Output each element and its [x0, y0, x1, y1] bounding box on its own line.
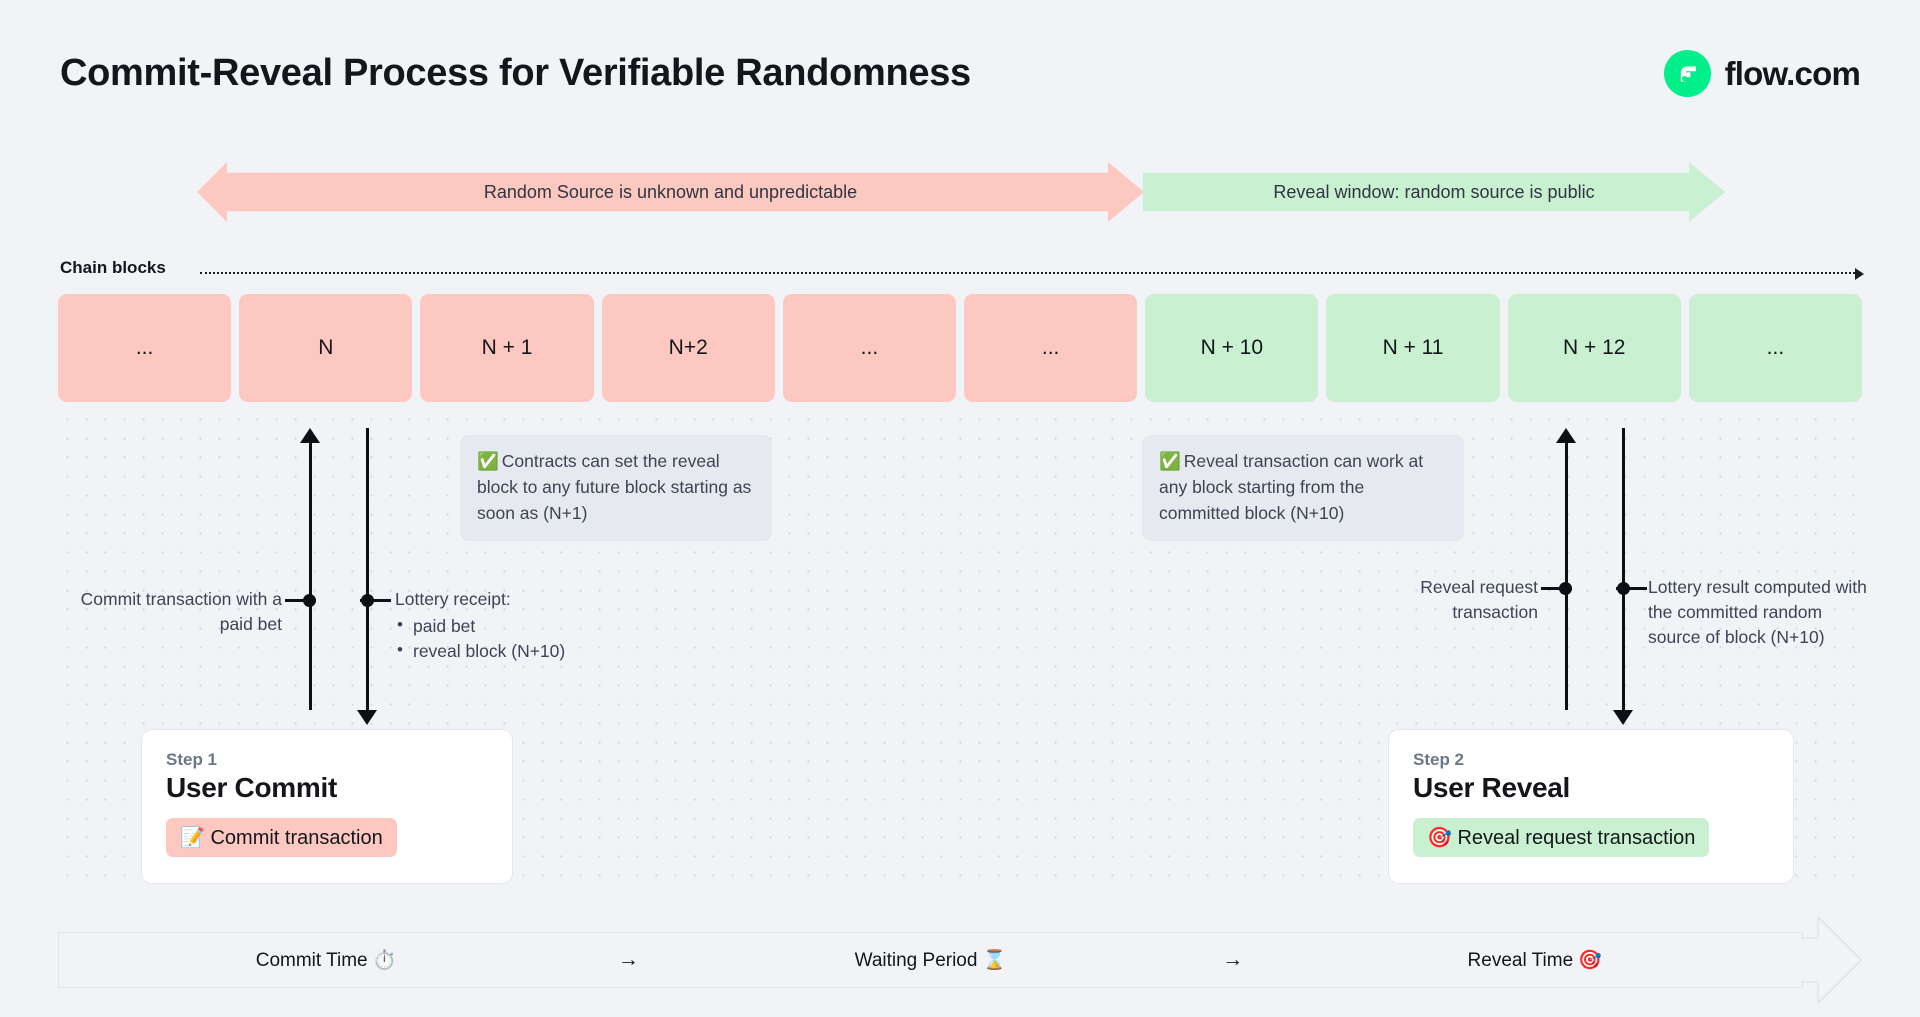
chain-block[interactable]: N + 12 — [1507, 294, 1681, 402]
phase-banner-unknown: Random Source is unknown and unpredictab… — [197, 162, 1144, 222]
memo-icon: 📝 — [180, 827, 205, 849]
page-title: Commit-Reveal Process for Verifiable Ran… — [60, 52, 971, 94]
flow-logo: flow.com — [1663, 50, 1861, 97]
phase-banner-reveal-label: Reveal window: random source is public — [1273, 181, 1595, 202]
chain-block[interactable]: N+2 — [601, 294, 775, 402]
step-2-title: User Reveal — [1413, 772, 1571, 803]
lottery-receipt-item: paid bet — [395, 613, 685, 639]
step-2-eyebrow: Step 2 — [1413, 750, 1465, 769]
phase-banner-reveal: Reveal window: random source is public — [1143, 162, 1725, 222]
result-marker-line — [1622, 428, 1625, 710]
check-mark-icon: ✅ — [477, 451, 499, 471]
reveal-marker-dot — [1559, 582, 1572, 595]
receipt-arrow-head-down — [357, 710, 377, 725]
result-arrow-head-down — [1613, 710, 1633, 725]
timeline-arrow-icon: → — [1222, 948, 1244, 971]
reveal-marker-line — [1565, 443, 1568, 710]
receipt-marker-line — [366, 428, 369, 710]
chain-block[interactable]: N + 1 — [420, 294, 594, 402]
step-card-user-commit[interactable]: Step 1 User Commit 📝 Commit transaction — [141, 729, 513, 884]
result-marker-dot — [1617, 582, 1630, 595]
timeline-phase-commit: Commit Time ⏱️ — [255, 950, 397, 971]
callout-reveal-rule-text: Reveal transaction can work at any block… — [1159, 451, 1424, 523]
callout-commit-rule-text: Contracts can set the reveal block to an… — [477, 451, 752, 523]
annotation-commit-transaction: Commit transaction with a paid bet — [80, 589, 282, 634]
callout-commit-rule: ✅Contracts can set the reveal block to a… — [460, 435, 772, 541]
step-card-user-reveal[interactable]: Step 2 User Reveal 🎯 Reveal request tran… — [1388, 729, 1794, 884]
timeline-phase-waiting: Waiting Period ⌛ — [854, 950, 1007, 971]
reveal-arrow-head-up — [1556, 428, 1576, 443]
commit-connector — [285, 599, 316, 602]
bottom-timeline-bar: Commit Time ⏱️ → Waiting Period ⌛ → Reve… — [58, 932, 1803, 988]
annotation-lottery-receipt: Lottery receipt: paid bet reveal block (… — [395, 587, 685, 664]
reveal-connector — [1541, 587, 1572, 590]
chain-block[interactable]: ... — [1688, 294, 1863, 402]
receipt-marker-dot — [361, 594, 374, 607]
chain-block[interactable]: N + 11 — [1326, 294, 1500, 402]
lottery-receipt-title: Lottery receipt: — [395, 589, 511, 609]
result-connector — [1616, 587, 1647, 590]
chain-block[interactable]: N + 10 — [1145, 294, 1319, 402]
lottery-receipt-item: reveal block (N+10) — [395, 638, 685, 664]
phase-banner-unknown-label: Random Source is unknown and unpredictab… — [483, 181, 858, 202]
commit-marker-dot — [303, 594, 316, 607]
chain-timeline-dotted-arrow — [200, 268, 1864, 280]
commit-marker-line — [309, 443, 312, 710]
step-2-action-pill[interactable]: 🎯 Reveal request transaction — [1413, 818, 1710, 857]
step-1-eyebrow: Step 1 — [166, 750, 218, 769]
flow-wordmark: flow.com — [1724, 54, 1861, 92]
callout-reveal-rule: ✅Reveal transaction can work at any bloc… — [1142, 435, 1464, 541]
chain-block[interactable]: ... — [964, 294, 1138, 402]
check-mark-icon: ✅ — [1159, 451, 1181, 471]
chain-block[interactable]: ... — [782, 294, 957, 402]
timeline-arrow-icon: → — [617, 948, 639, 971]
chain-blocks-label: Chain blocks — [60, 258, 166, 277]
timeline-end-arrow-icon — [1801, 916, 1862, 1004]
step-1-action-label: Commit transaction — [210, 827, 383, 849]
annotation-lottery-result: Lottery result computed with the committ… — [1648, 577, 1867, 647]
flow-mark-icon — [1663, 50, 1711, 97]
step-1-action-pill[interactable]: 📝 Commit transaction — [166, 818, 397, 857]
chain-blocks-row: ... N N + 1 N+2 ... ... N + 10 N + 11 N … — [58, 294, 1863, 402]
timeline-phase-reveal: Reveal Time 🎯 — [1467, 950, 1603, 971]
commit-arrow-head-up — [300, 428, 320, 443]
lottery-receipt-list: paid bet reveal block (N+10) — [395, 613, 685, 664]
step-2-action-label: Reveal request transaction — [1457, 827, 1696, 849]
step-1-title: User Commit — [166, 772, 337, 803]
receipt-connector — [360, 599, 391, 602]
chain-block[interactable]: N — [239, 294, 413, 402]
annotation-reveal-request: Reveal request transaction — [1420, 577, 1538, 622]
chain-block[interactable]: ... — [58, 294, 232, 402]
target-icon: 🎯 — [1427, 827, 1452, 849]
